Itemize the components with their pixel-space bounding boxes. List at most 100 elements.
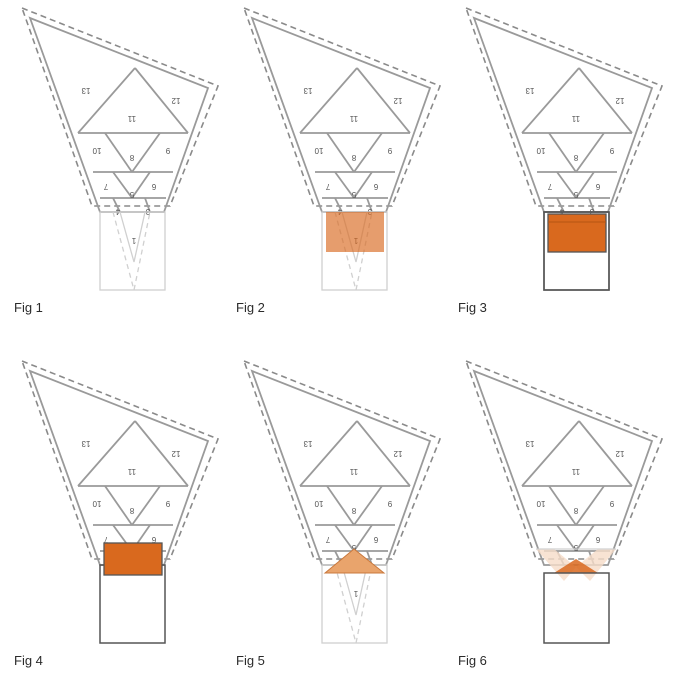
- fig1-section-number: 7: [103, 182, 108, 191]
- fig6-section-number: 11: [571, 467, 580, 476]
- fig3-seam-line: [556, 171, 577, 199]
- figure-3-caption: Fig 3: [458, 300, 487, 315]
- fig5-section-number: 11: [349, 467, 358, 476]
- fig6-section-number: 10: [536, 499, 545, 508]
- fig1-lower-block: [99, 211, 166, 291]
- fig6-seam-line: [578, 420, 633, 487]
- fig2-section-number: 5: [351, 190, 356, 199]
- fig1-seam-line: [131, 171, 151, 199]
- figure-4-caption: Fig 4: [14, 653, 43, 668]
- fig6-section-number: 12: [615, 449, 624, 458]
- fig2-seam-line: [334, 197, 343, 213]
- fig6-section-number: 8: [573, 506, 578, 515]
- figure-1-caption: Fig 1: [14, 300, 43, 315]
- fig6-seam-line: [575, 524, 595, 552]
- fig3-seam-line: [578, 67, 633, 134]
- fig4-section-number: 9: [165, 499, 170, 508]
- fig1-seam-allowance-outline: [20, 6, 220, 207]
- fig5-section-1-inner-guide: [341, 564, 368, 616]
- fig2-seam-line: [353, 171, 373, 199]
- figure-5-caption: Fig 5: [236, 653, 265, 668]
- fig3-seam-line: [588, 197, 595, 213]
- fig2-section-number: 7: [325, 182, 330, 191]
- fig6-pattern-outline: [472, 369, 654, 566]
- fig5-section-number: 8: [351, 506, 356, 515]
- fig4-seam-line: [131, 485, 161, 526]
- fig2-fabric-piece: [326, 212, 384, 252]
- fig3-section-number: 11: [571, 114, 580, 123]
- fig5-seam-line: [299, 420, 358, 487]
- fig5-seam-allowance-outline: [242, 359, 442, 560]
- fig4-seam-allowance-outline: [20, 359, 220, 560]
- fig2-section-number: 13: [303, 86, 312, 95]
- fig2-section-number: 6: [373, 182, 378, 191]
- fig1-section-number: 11: [127, 114, 136, 123]
- fig1-seam-line: [112, 197, 121, 213]
- fig6-section-number: 9: [609, 499, 614, 508]
- fig4-section-number: 8: [129, 506, 134, 515]
- fig2-seam-line: [356, 67, 411, 134]
- fig2-seam-line: [299, 67, 358, 134]
- fig6-seam-allowance-outline: [464, 359, 664, 560]
- fig3-section-number: 5: [573, 190, 578, 199]
- fig3-section-number: 9: [609, 146, 614, 155]
- fig1-section-number: 5: [129, 190, 134, 199]
- fig5-section-number: 7: [325, 535, 330, 544]
- fig2-section-number: 10: [314, 146, 323, 155]
- fig5-seam-line: [356, 420, 411, 487]
- fig3-seam-line: [575, 171, 595, 199]
- fig3-section-number: 12: [615, 96, 624, 105]
- fig3-section-number: 8: [573, 153, 578, 162]
- fig6-lower-block-border: [543, 572, 610, 644]
- fig1-section-number: 12: [171, 96, 180, 105]
- fig1-seam-line: [104, 132, 133, 173]
- fig4-section-number: 11: [127, 467, 136, 476]
- fig2-section-number: 12: [393, 96, 402, 105]
- fig3-section-number: 10: [536, 146, 545, 155]
- fig3-seam-line: [575, 132, 605, 173]
- fig2-seam-allowance-outline: [242, 6, 442, 207]
- fig4-seam-line: [104, 485, 133, 526]
- fig1-section-number: 1: [131, 236, 136, 245]
- fig2-seam-line: [334, 171, 355, 199]
- fig5-section-number: 12: [393, 449, 402, 458]
- fig4-lower-block: [99, 564, 166, 644]
- fig1-section-number: 9: [165, 146, 170, 155]
- fig5-seam-line: [353, 524, 373, 552]
- fig3-section-number: 13: [525, 86, 534, 95]
- fig1-seam-line: [134, 67, 189, 134]
- fig4-section-number: 10: [92, 499, 101, 508]
- fig1-seam-line: [112, 171, 133, 199]
- fig1-section-number: 6: [151, 182, 156, 191]
- fig1-seam-line: [77, 67, 136, 134]
- fig1-section-1-inner-guide: [119, 211, 146, 263]
- figure-2-caption: Fig 2: [236, 300, 265, 315]
- fig5-section-number: 9: [387, 499, 392, 508]
- fig4-fabric-piece: [103, 542, 163, 576]
- fig5-section-number: 13: [303, 439, 312, 448]
- fig6-seam-line: [575, 485, 605, 526]
- fig5-lower-block: [321, 564, 388, 644]
- fig5-seam-line: [353, 485, 383, 526]
- fig5-seam-line: [326, 485, 355, 526]
- fig5-section-number: 10: [314, 499, 323, 508]
- fig1-seam-line: [131, 132, 161, 173]
- fig1-section-number: 10: [92, 146, 101, 155]
- fig5-section-number: 6: [373, 535, 378, 544]
- fig4-section-number: 7: [103, 535, 108, 544]
- fig6-section-number: 6: [595, 535, 600, 544]
- fig6-seam-line: [548, 485, 577, 526]
- fig5-seam-line: [334, 524, 355, 552]
- fig5-section-number: 1: [353, 589, 358, 598]
- fig3-seam-line: [521, 67, 580, 134]
- fig5-folded-triangle: [323, 548, 386, 574]
- fig3-fabric-piece: [547, 213, 607, 253]
- fig6-section-number: 5: [573, 543, 578, 552]
- fig1-section-number: 8: [129, 153, 134, 162]
